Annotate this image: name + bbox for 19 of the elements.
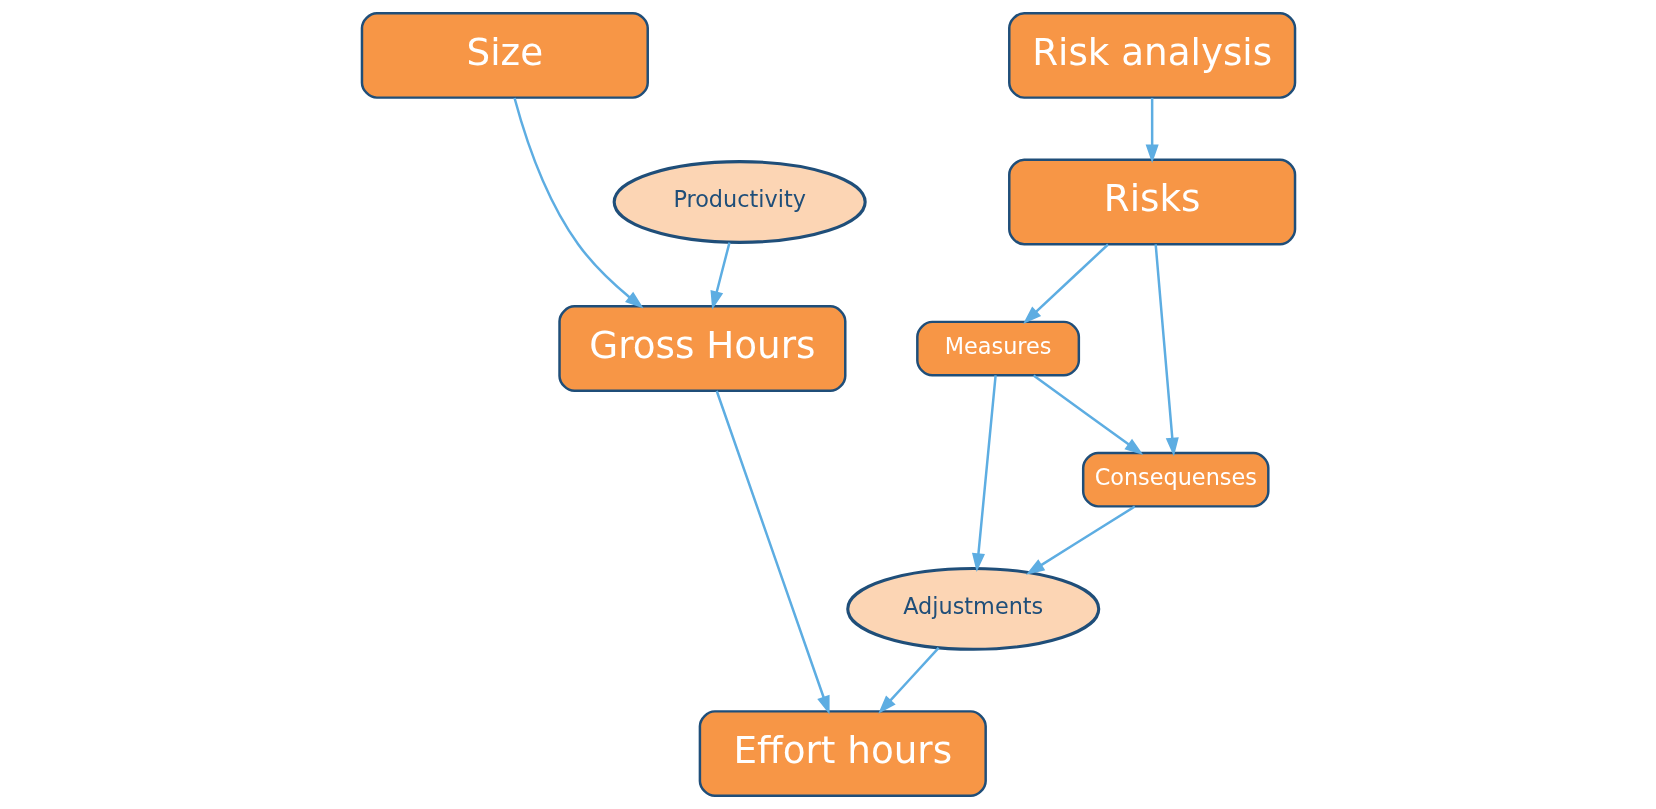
node-box: Size — [360, 11, 649, 99]
arrow — [715, 390, 830, 715]
node-ellipse: Adjustments — [845, 566, 1100, 651]
node-box: Effort hours — [698, 710, 987, 798]
node-box: Consequenses — [1081, 451, 1270, 508]
node-box: Risk analysis — [1007, 11, 1296, 99]
node-box: Risks — [1007, 158, 1296, 246]
arrow — [877, 647, 940, 714]
arrow — [512, 97, 644, 309]
arrow — [1145, 97, 1159, 164]
arrow — [1032, 374, 1143, 455]
arrow — [1022, 243, 1109, 325]
node-box: Measures — [915, 320, 1080, 377]
arrow — [710, 242, 731, 310]
arrow — [971, 375, 997, 573]
arrow — [1025, 505, 1135, 575]
node-ellipse: Productivity — [612, 160, 867, 244]
arrow — [1153, 244, 1179, 457]
node-box: Gross Hours — [557, 305, 846, 393]
